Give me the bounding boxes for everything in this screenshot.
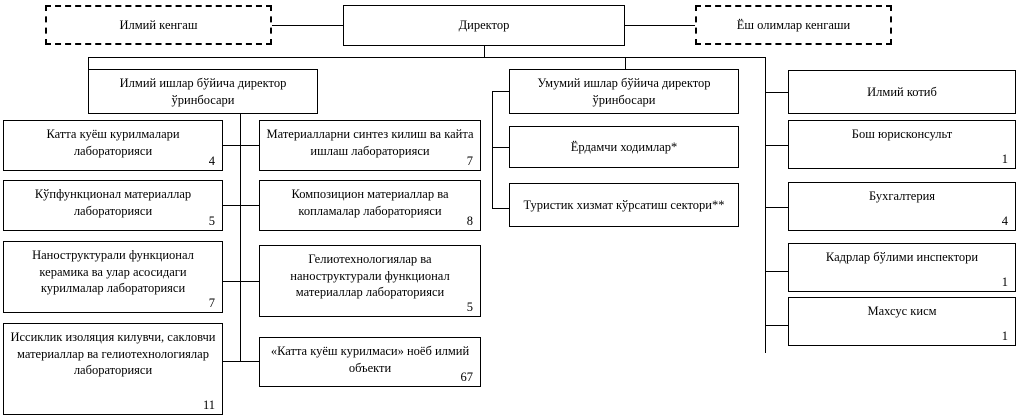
connector-spine-to-general-deputy-box: [492, 91, 509, 92]
node-left-lab-2[interactable]: Кўпфункционал материаллар лабораторияси …: [3, 180, 223, 231]
node-right-4-label: Кадрлар бўлими инспектори: [825, 250, 979, 264]
node-deputy-science[interactable]: Илмий ишлар бўйича директор ўринбосари: [88, 69, 318, 114]
connector-spine-to-left-lab-4: [223, 361, 241, 362]
connector-bus-to-right-spine: [765, 57, 766, 353]
node-middle-lab-1[interactable]: Материалларни синтез килиш ва кайта ишла…: [259, 120, 481, 171]
connector-bus-to-science-deputy: [88, 57, 89, 69]
node-young-scientists-council-label: Ёш олимлар кенгаши: [736, 17, 851, 32]
node-right-4-count: 1: [1001, 274, 1008, 289]
node-left-lab-2-count: 5: [208, 213, 215, 228]
node-left-lab-3-label: Наноструктурали функционал керамика ва у…: [32, 248, 194, 295]
connector-spine-to-support-staff: [492, 147, 509, 148]
node-tourist-service-sector-label: Туристик хизмат кўрсатиш сектори**: [523, 197, 725, 212]
connector-director-stem: [484, 45, 485, 58]
node-deputy-science-label: Илмий ишлар бўйича директор ўринбосари: [119, 76, 287, 107]
node-young-scientists-council[interactable]: Ёш олимлар кенгаши: [695, 5, 892, 45]
node-left-lab-1-count: 4: [208, 153, 215, 168]
node-middle-lab-2-label: Композицион материаллар ва копламалар ла…: [291, 187, 449, 218]
node-middle-lab-3[interactable]: Гелиотехнологиялар ва наноструктурали фу…: [259, 245, 481, 317]
connector-director-to-scientific-council: [272, 25, 343, 26]
node-scientific-council-label: Илмий кенгаш: [119, 17, 198, 32]
node-right-2-count: 1: [1001, 151, 1008, 166]
node-scientific-council[interactable]: Илмий кенгаш: [45, 5, 272, 45]
connector-right-spine-to-item-3: [765, 207, 788, 208]
connector-spine-to-tourist-sector: [492, 208, 509, 209]
node-middle-lab-4-label: «Катта куёш курилмаси» ноёб илмий объект…: [270, 344, 470, 375]
node-left-lab-4[interactable]: Иссиклик изоляция килувчи, сакловчи мате…: [3, 323, 223, 415]
node-right-1-label: Илмий котиб: [867, 84, 937, 99]
connector-spine-to-middle-lab-1: [240, 145, 259, 146]
connector-right-spine-to-item-1: [765, 92, 788, 93]
node-middle-lab-1-count: 7: [466, 153, 473, 168]
connector-director-to-young-scientists: [625, 25, 695, 26]
node-support-staff-label: Ёрдамчи ходимлар*: [570, 139, 678, 154]
node-middle-lab-4-count: 67: [460, 369, 474, 384]
node-middle-lab-2[interactable]: Композицион материаллар ва копламалар ла…: [259, 180, 481, 231]
node-right-5-label: Махсус кисм: [867, 304, 937, 318]
node-support-staff[interactable]: Ёрдамчи ходимлар*: [509, 126, 739, 168]
node-left-lab-2-label: Кўпфункционал материаллар лабораторияси: [34, 187, 192, 218]
node-deputy-general-label: Умумий ишлар бўйича директор ўринбосари: [537, 76, 711, 107]
connector-spine-to-middle-lab-2: [240, 205, 259, 206]
connector-main-bus: [88, 57, 766, 58]
node-middle-lab-3-label: Гелиотехнологиялар ва наноструктурали фу…: [290, 252, 450, 299]
node-tourist-service-sector[interactable]: Туристик хизмат кўрсатиш сектори**: [509, 183, 739, 227]
node-right-4[interactable]: Кадрлар бўлими инспектори 1: [788, 243, 1016, 292]
node-right-2[interactable]: Бош юрисконсульт 1: [788, 120, 1016, 169]
node-director[interactable]: Директор: [343, 5, 625, 46]
connector-science-deputy-spine: [240, 113, 241, 361]
node-left-lab-4-count: 11: [202, 397, 215, 412]
connector-right-spine-to-item-4: [765, 271, 788, 272]
connector-right-spine-to-item-5: [765, 325, 788, 326]
node-director-label: Директор: [458, 18, 510, 33]
connector-spine-to-middle-lab-4: [240, 361, 259, 362]
connector-spine-to-middle-lab-3: [240, 281, 259, 282]
node-right-5-count: 1: [1001, 328, 1008, 343]
node-right-3-label: Бухгалтерия: [868, 189, 936, 203]
connector-spine-to-left-lab-1: [223, 145, 241, 146]
node-left-lab-1[interactable]: Катта куёш курилмалари лабораторияси 4: [3, 120, 223, 171]
connector-right-spine-to-item-2: [765, 145, 788, 146]
node-left-lab-4-label: Иссиклик изоляция килувчи, сакловчи мате…: [10, 330, 216, 377]
node-right-2-label: Бош юрисконсульт: [851, 127, 953, 141]
node-right-1[interactable]: Илмий котиб: [788, 70, 1016, 114]
node-deputy-general[interactable]: Умумий ишлар бўйича директор ўринбосари: [509, 69, 739, 114]
node-middle-lab-1-label: Материалларни синтез килиш ва кайта ишла…: [266, 127, 474, 158]
node-left-lab-3[interactable]: Наноструктурали функционал керамика ва у…: [3, 241, 223, 313]
connector-spine-to-left-lab-3: [223, 281, 241, 282]
connector-bus-to-general-deputy: [625, 57, 626, 69]
node-left-lab-1-label: Катта куёш курилмалари лабораторияси: [46, 127, 180, 158]
node-right-3[interactable]: Бухгалтерия 4: [788, 182, 1016, 231]
node-middle-lab-4[interactable]: «Катта куёш курилмаси» ноёб илмий объект…: [259, 337, 481, 387]
node-middle-lab-3-count: 5: [466, 299, 473, 314]
connector-spine-to-left-lab-2: [223, 205, 241, 206]
node-right-5[interactable]: Махсус кисм 1: [788, 297, 1016, 346]
connector-general-deputy-spine: [492, 91, 493, 209]
node-middle-lab-2-count: 8: [466, 213, 473, 228]
node-left-lab-3-count: 7: [208, 295, 215, 310]
node-right-3-count: 4: [1001, 213, 1008, 228]
